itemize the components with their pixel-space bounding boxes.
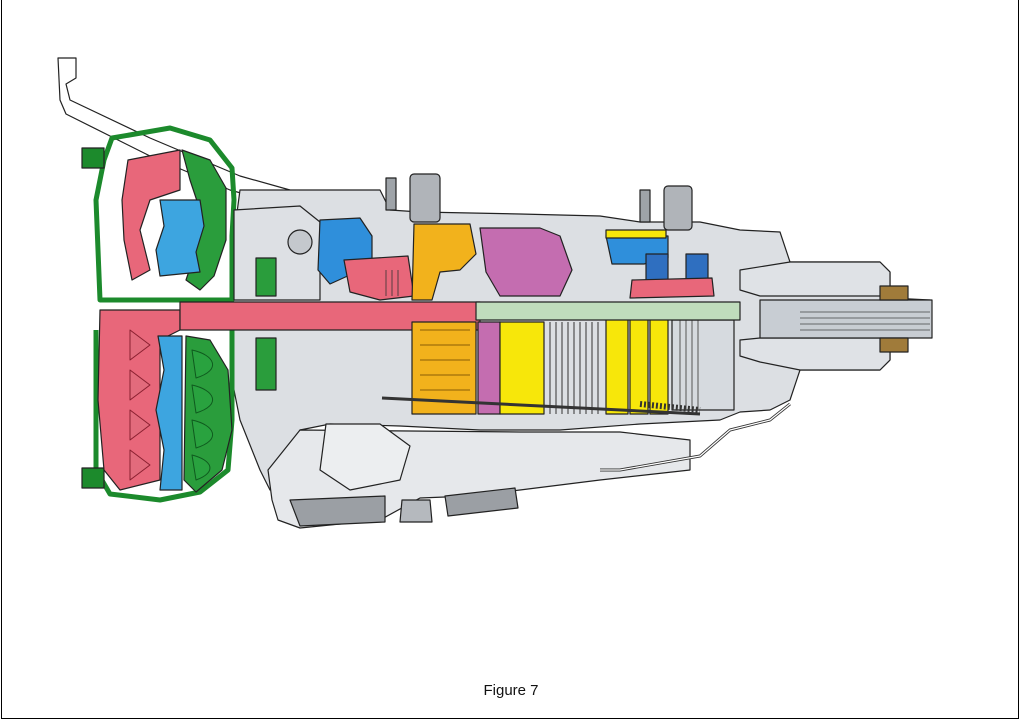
pump-gear-green-lower bbox=[255, 337, 277, 391]
turbine-blades bbox=[129, 329, 151, 481]
output-shaft-splines bbox=[800, 311, 930, 331]
cooler-line-inner bbox=[600, 403, 791, 471]
flexplate-ring-bottom bbox=[81, 467, 105, 489]
purple-clutch-lower bbox=[477, 321, 501, 415]
turbine-upper bbox=[121, 149, 181, 281]
park-pawl-lever bbox=[319, 423, 411, 491]
drain-plug bbox=[399, 499, 433, 523]
orange-clutch-upper bbox=[411, 223, 477, 301]
rear-planetary-red bbox=[629, 277, 715, 299]
output-seal-bottom bbox=[879, 337, 909, 353]
stator-lower bbox=[155, 335, 183, 491]
rear-clutch-pack bbox=[671, 319, 735, 411]
stator-upper bbox=[155, 199, 205, 277]
manual-valve-rod bbox=[381, 396, 701, 416]
pump-cavity bbox=[287, 229, 313, 255]
rear-clutch-plates bbox=[679, 320, 699, 410]
output-shaft bbox=[759, 299, 933, 339]
steel-plates-a bbox=[549, 322, 599, 414]
bolt-icon bbox=[385, 177, 651, 223]
forward-clutch-springs bbox=[385, 270, 399, 296]
yellow-clutch-c bbox=[629, 317, 649, 415]
oil-pan-filter-left bbox=[289, 495, 386, 527]
figure-caption: Figure 7 bbox=[483, 682, 539, 699]
impeller-vanes bbox=[191, 349, 214, 481]
torque-converter-cover bbox=[93, 125, 237, 303]
pump-body bbox=[233, 205, 321, 301]
tail-housing bbox=[739, 261, 891, 297]
forward-clutch-red-piston bbox=[343, 255, 415, 301]
yellow-clutch-d bbox=[649, 317, 669, 415]
purple-clutch-upper bbox=[479, 227, 573, 297]
output-seal-top bbox=[879, 285, 909, 301]
oil-pan-filter-right bbox=[444, 487, 519, 517]
flexplate-ring-top bbox=[81, 147, 105, 169]
intermediate-shaft bbox=[475, 301, 741, 321]
pump-gear-green bbox=[255, 257, 277, 297]
rear-yellow-ring bbox=[605, 229, 667, 239]
yellow-clutch-b bbox=[605, 317, 629, 415]
yellow-clutch-a bbox=[499, 321, 545, 415]
solenoid-connector-icon bbox=[409, 173, 693, 231]
orange-clutch-plates bbox=[420, 329, 470, 391]
